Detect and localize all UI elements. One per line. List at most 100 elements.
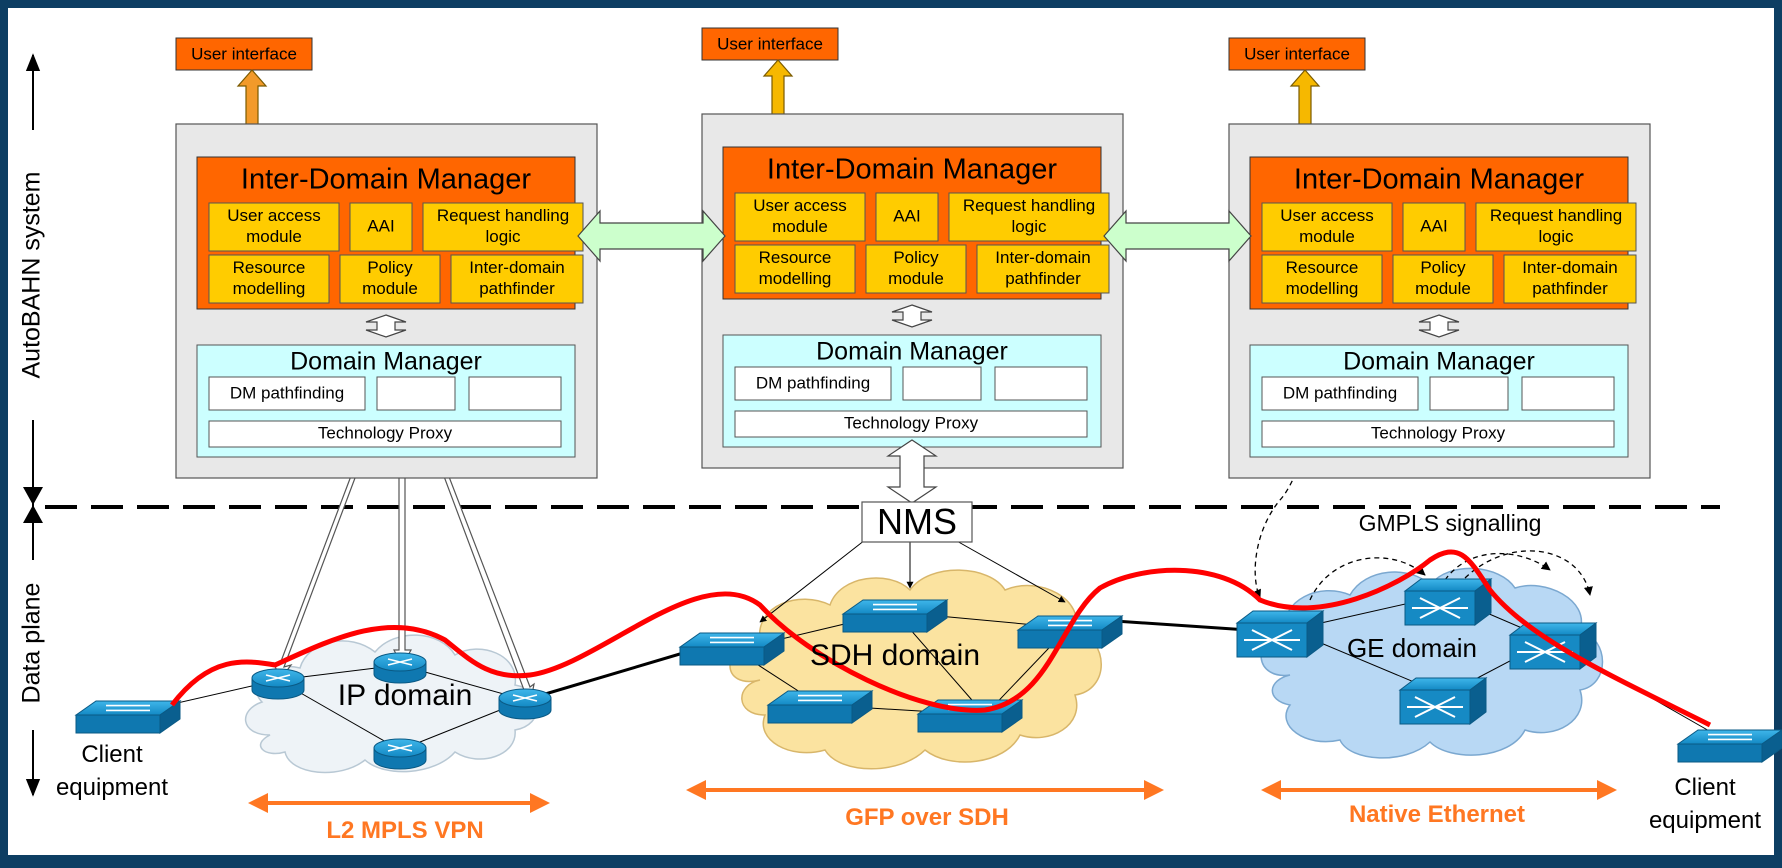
- technology-proxy-box: [1261, 420, 1615, 448]
- idm-module-label-line2: logic: [1012, 217, 1047, 236]
- ge-switch-1: [1235, 610, 1325, 658]
- client-left-line1: Client: [81, 741, 143, 768]
- idm-module-label-line2: module: [362, 279, 418, 298]
- inter-domain-manager-title: Inter-Domain Manager: [241, 164, 531, 196]
- idm-module-box: [865, 244, 967, 294]
- inter-idm-arrow-1: [577, 209, 726, 263]
- idm-module-label-line1: Resource: [1286, 258, 1359, 277]
- idm-module-label-line1: Request handling: [1490, 206, 1622, 225]
- idm-module-box: [734, 192, 866, 242]
- idm-module-label-line1: Policy: [1420, 258, 1466, 277]
- system-axis-label: AutoBAHN system: [18, 171, 46, 378]
- ip-router-3: [498, 688, 552, 720]
- gfp-sdh-label: GFP over SDH: [845, 804, 1009, 831]
- network-devices: [74, 578, 1782, 770]
- dm-pathfinding-box: [1261, 376, 1419, 411]
- ge-switch-2: [1403, 578, 1493, 626]
- inter-domain-links: [524, 618, 1249, 702]
- gmpls-signalling-label: GMPLS signalling: [1359, 510, 1542, 536]
- technology-proxy-box: [734, 410, 1088, 438]
- technology-proxy-box: [208, 420, 562, 448]
- dm-empty-slot: [468, 376, 562, 411]
- data-plane-label-bg: [18, 560, 48, 730]
- client-switch-left: [74, 700, 182, 734]
- idm-module-label-line1: AAI: [367, 216, 394, 235]
- dm-pathfinding-label: DM pathfinding: [1283, 383, 1397, 402]
- l2-mpls-label: L2 MPLS VPN: [326, 817, 483, 844]
- native-ethernet-label: Native Ethernet: [1349, 801, 1525, 828]
- dm-empty-slot: [902, 366, 982, 401]
- idm-module-label-line1: AAI: [893, 206, 920, 225]
- idm-module-box: [1392, 254, 1494, 304]
- client-right-line1: Client: [1674, 774, 1736, 801]
- ge-switch-4: [1398, 677, 1488, 725]
- idm-module-box: [976, 244, 1110, 294]
- sdh-switch-3: [1016, 615, 1124, 649]
- idm-module-box: [450, 254, 584, 304]
- nms-label: NMS: [877, 501, 957, 542]
- idm-module-box: [875, 192, 939, 242]
- user-interface-box: [175, 37, 313, 71]
- idm-module-label-line1: Resource: [233, 258, 306, 277]
- idm-module-label-line1: Inter-domain: [1522, 258, 1617, 277]
- user-interface-label: User interface: [191, 44, 297, 63]
- idm-module-label-line2: logic: [1539, 227, 1574, 246]
- dm-empty-slot: [376, 376, 456, 411]
- idm-module-box: [1261, 202, 1393, 252]
- dm-pathfinding-box: [734, 366, 892, 401]
- idm-module-label-line1: Inter-domain: [995, 248, 1090, 267]
- ip-router-1: [251, 668, 305, 700]
- dm-pathfinding-label: DM pathfinding: [230, 383, 344, 402]
- user-interface-box: [1228, 37, 1366, 71]
- ip-router-4: [373, 738, 427, 770]
- sdh-switch-5: [916, 699, 1024, 733]
- user-interface-box: [701, 27, 839, 61]
- ip-router-2: [373, 652, 427, 684]
- domain-manager-title: Domain Manager: [290, 348, 482, 376]
- idm-dm-arrow: [891, 304, 933, 328]
- idm-module-label-line1: Request handling: [963, 196, 1095, 215]
- idm-module-label-line2: logic: [486, 227, 521, 246]
- sdh-domain-label: SDH domain: [810, 639, 980, 672]
- idm-module-box: [208, 202, 340, 252]
- inter-idm-arrow-2: [1103, 209, 1252, 263]
- idm-module-label-line1: Policy: [893, 248, 939, 267]
- client-right-line2: equipment: [1649, 807, 1761, 834]
- idm-dm-arrow: [365, 314, 407, 338]
- idm-module-label-line1: Resource: [759, 248, 832, 267]
- idm-module-label-line1: AAI: [1420, 216, 1447, 235]
- end-to-end-path: [170, 549, 1712, 728]
- technology-proxy-label: Technology Proxy: [844, 413, 979, 432]
- technology-arrows: [248, 780, 1617, 813]
- dm-empty-slot: [1429, 376, 1509, 411]
- idm-module-label-line2: pathfinder: [1005, 269, 1081, 288]
- side-axis: AutoBAHN system Data plane: [18, 53, 48, 797]
- user-interface-label: User interface: [1244, 44, 1350, 63]
- idm-module-box: [208, 254, 330, 304]
- idm-module-box: [1261, 254, 1383, 304]
- sdh-switch-1: [678, 632, 786, 666]
- idm-module-box: [339, 254, 441, 304]
- data-plane-axis-label: Data plane: [18, 583, 46, 704]
- technology-proxy-label: Technology Proxy: [1371, 423, 1506, 442]
- domain-manager-title: Domain Manager: [816, 338, 1008, 366]
- nms-links: [759, 539, 1066, 623]
- idm-module-label-line1: Policy: [367, 258, 413, 277]
- axis-divider-marker: [23, 487, 43, 523]
- client-left-line2: equipment: [56, 774, 168, 801]
- idm-module-box: [948, 192, 1110, 242]
- idm-module-label-line2: pathfinder: [479, 279, 555, 298]
- sdh-switch-2: [841, 599, 949, 633]
- system-label-bg: [18, 130, 48, 420]
- idm-dm-arrow: [1418, 314, 1460, 338]
- idm-module-label-line2: modelling: [233, 279, 306, 298]
- idm-module-box: [1475, 202, 1637, 252]
- idm-module-box: [349, 202, 413, 252]
- idm-module-box: [734, 244, 856, 294]
- user-interface-label: User interface: [717, 34, 823, 53]
